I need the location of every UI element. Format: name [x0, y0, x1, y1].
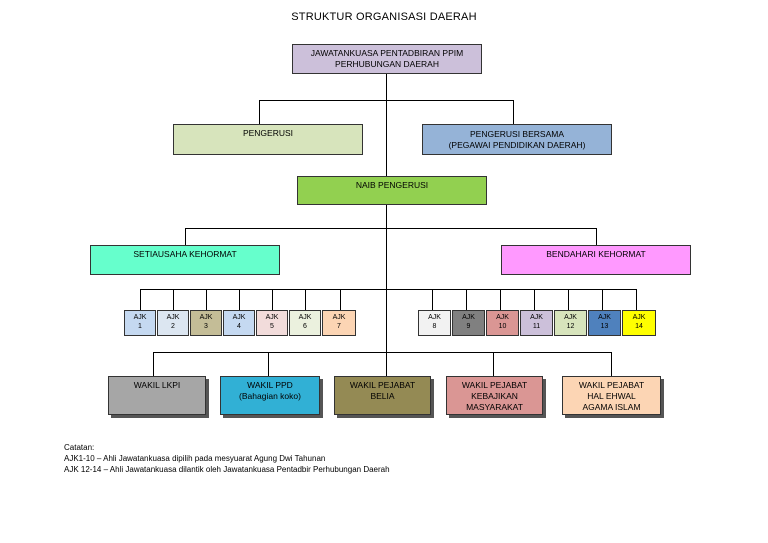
- setiausaha-box: SETIAUSAHA KEHORMAT: [90, 245, 280, 275]
- wakil-line3: MASYARAKAT: [466, 402, 523, 412]
- wakil-box-2: WAKIL PPD (Bahagian koko): [220, 376, 320, 415]
- wakil-line1: WAKIL PEJABAT: [461, 380, 528, 390]
- wakil-box-5: WAKIL PEJABAT HAL EHWAL AGAMA ISLAM: [562, 376, 661, 415]
- notes-line1: AJK1-10 – Ahli Jawatankuasa dipilih pada…: [64, 454, 326, 463]
- notes-line2: AJK 12-14 – Ahli Jawatankuasa dilantik o…: [64, 465, 390, 474]
- committee-line2: PERHUBUNGAN DAERAH: [335, 59, 439, 69]
- committee-box: JAWATANKUASA PENTADBIRAN PPIM PERHUBUNGA…: [292, 44, 482, 74]
- wakil-line1: WAKIL PEJABAT: [349, 380, 416, 390]
- pengerusi-label: PENGERUSI: [242, 128, 294, 138]
- pengerusi-bersama-box: PENGERUSI BERSAMA (PEGAWAI PENDIDIKAN DA…: [422, 124, 612, 155]
- wakil-line1: WAKIL LKPI: [133, 380, 181, 390]
- naib-pengerusi-label: NAIB PENGERUSI: [355, 180, 429, 190]
- pengerusi-bersama-line1: PENGERUSI BERSAMA: [470, 128, 564, 139]
- bendahari-box: BENDAHARI KEHORMAT: [501, 245, 691, 275]
- wakil-line1: WAKIL PPD: [247, 380, 293, 390]
- setiausaha-label: SETIAUSAHA KEHORMAT: [133, 249, 237, 259]
- wakil-line2: HAL EHWAL: [587, 391, 636, 401]
- wakil-box-3: WAKIL PEJABAT BELIA: [334, 376, 431, 415]
- committee-line1: JAWATANKUASA PENTADBIRAN PPIM: [310, 48, 464, 58]
- wakil-line2: (Bahagian koko): [239, 391, 301, 401]
- notes-heading: Catatan:: [64, 443, 95, 452]
- wakil-box-4: WAKIL PEJABAT KEBAJIKAN MASYARAKAT: [446, 376, 543, 415]
- notes: Catatan: AJK1-10 – Ahli Jawatankuasa dip…: [64, 442, 390, 475]
- wakil-box-1: WAKIL LKPI: [108, 376, 206, 415]
- wakil-line2: KEBAJIKAN: [471, 391, 518, 401]
- pengerusi-box: PENGERUSI: [173, 124, 363, 155]
- wakil-line1: WAKIL PEJABAT: [578, 380, 645, 390]
- bendahari-label: BENDAHARI KEHORMAT: [546, 249, 646, 259]
- wakil-line3: AGAMA ISLAM: [582, 402, 641, 412]
- chart-title: STRUKTUR ORGANISASI DAERAH: [291, 11, 477, 23]
- wakil-line2: BELIA: [370, 391, 395, 401]
- naib-pengerusi-box: NAIB PENGERUSI: [297, 176, 487, 205]
- pengerusi-bersama-line2: (PEGAWAI PENDIDIKAN DAERAH): [448, 139, 586, 150]
